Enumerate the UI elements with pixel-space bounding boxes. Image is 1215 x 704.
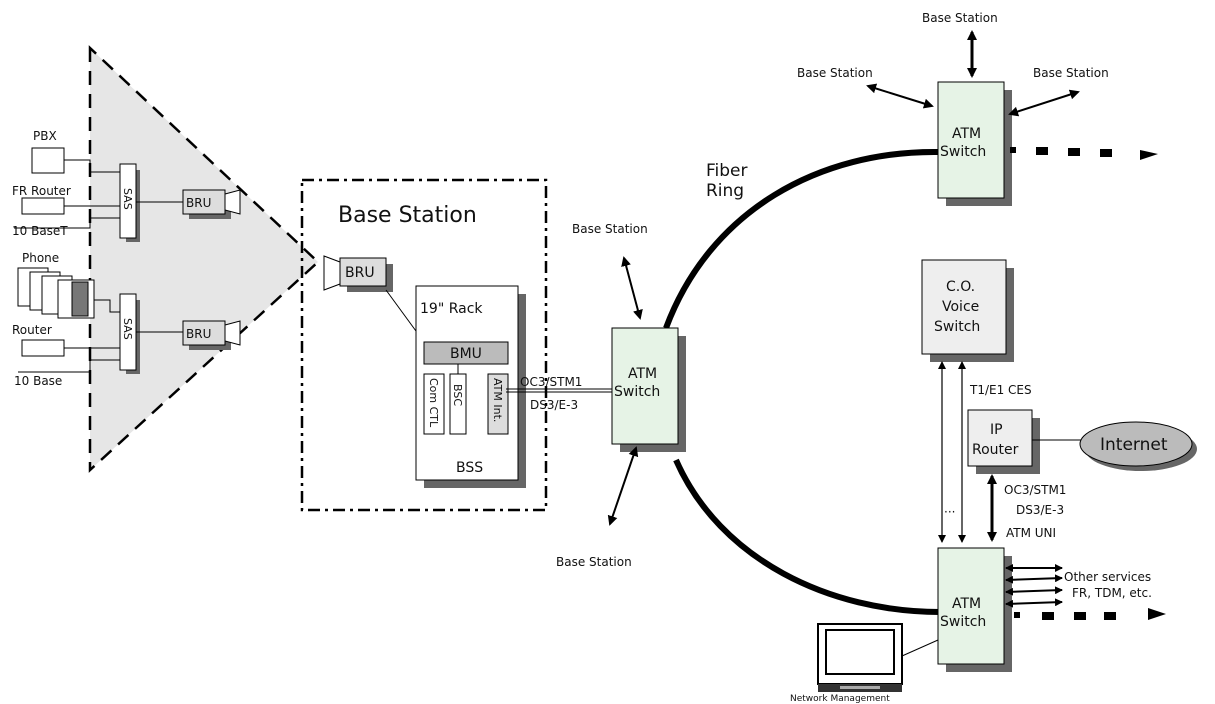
atm-bottom-switch: Switch (940, 614, 986, 630)
atm-int-label: ATM Int. (491, 378, 504, 422)
atm-switch-top: ATM Switch (937, 81, 1012, 206)
ds3-left-label: DS3/E-3 (530, 398, 578, 412)
router-box (21, 339, 65, 357)
ip-label: IP (990, 422, 1003, 438)
pbx-box (31, 147, 65, 174)
bmu-label: BMU (450, 346, 482, 362)
other-services-label: Other services (1064, 570, 1151, 584)
atm-bottom-atm: ATM (952, 596, 981, 612)
phone-label: Phone (22, 251, 59, 265)
sas-unit-top: SAS (119, 163, 140, 242)
atm-center-switch: Switch (614, 384, 660, 400)
sas-bottom-label: SAS (121, 318, 134, 340)
co-label: C.O. (946, 279, 975, 295)
fr-router-box (21, 197, 65, 215)
atm-center-atm: ATM (628, 366, 657, 382)
fr-tdm-label: FR, TDM, etc. (1072, 586, 1152, 600)
bru-small-top-label: BRU (186, 196, 211, 210)
atm-switch-center: ATM Switch (611, 327, 686, 452)
ten-baset-label: 10 BaseT (12, 224, 68, 238)
internet-cloud: Internet (1079, 421, 1197, 471)
coverage-cone (88, 45, 320, 473)
t1e1-label: T1/E1 CES (969, 383, 1032, 397)
ellipsis-dots: ··· (944, 505, 955, 519)
com-ctl-label: Com CTL (427, 378, 440, 428)
fiber-ring-upper (663, 148, 941, 330)
atm-top-switch: Switch (940, 144, 986, 160)
fiber-label: Fiber (706, 161, 748, 181)
bru-small-bottom: BRU (182, 320, 241, 350)
atm-uni-label: ATM UNI (1006, 526, 1056, 540)
base-station-label-2: Base Station (556, 555, 632, 569)
fr-router-label: FR Router (12, 184, 71, 198)
base-station-title: Base Station (338, 203, 477, 228)
base-station-label-topleft: Base Station (797, 66, 873, 80)
atm-top-atm: ATM (952, 126, 981, 142)
rack-label: 19" Rack (420, 301, 483, 317)
router-label: Router (12, 323, 52, 337)
base-station-boundary (300, 178, 548, 512)
network-management-label: Network Management (790, 694, 890, 704)
bru-small-bottom-label: BRU (186, 327, 211, 341)
ring-label: Ring (706, 181, 744, 201)
bss-label: BSS (456, 460, 483, 476)
oc3-right-label: OC3/STM1 (1004, 483, 1066, 497)
atm-switch-bottom: ATM Switch (937, 547, 1012, 672)
base-station-label-1: Base Station (572, 222, 648, 236)
bru-small-top: BRU (182, 189, 241, 219)
pbx-label: PBX (33, 129, 57, 143)
sas-top-label: SAS (121, 188, 134, 210)
bsc-label: BSC (451, 384, 464, 406)
bru-main-label: BRU (345, 265, 375, 281)
sas-unit-bottom: SAS (119, 293, 140, 374)
network-management-computer-icon (817, 623, 903, 692)
oc3-left-label: OC3/STM1 (520, 375, 582, 389)
base-station-label-top: Base Station (922, 11, 998, 25)
internet-label: Internet (1100, 435, 1168, 455)
rack-19: 19" Rack BMU Com CTL BSC ATM Int. BSS (415, 285, 526, 488)
phone-stack-icon (17, 267, 95, 319)
ring-continuation-bottom (1014, 608, 1166, 620)
co-switch-label: Switch (934, 319, 980, 335)
ten-base-label: 10 Base (14, 374, 62, 388)
ip-router-label: Router (972, 442, 1019, 458)
ds3-right-label: DS3/E-3 (1016, 503, 1064, 517)
ip-router: IP Router (967, 409, 1040, 474)
bru-main: BRU (323, 255, 393, 292)
voice-label: Voice (942, 299, 979, 315)
co-voice-switch: C.O. Voice Switch (921, 259, 1014, 362)
base-station-label-topright: Base Station (1033, 66, 1109, 80)
fiber-ring-lower (673, 458, 941, 615)
ring-continuation-top (1010, 147, 1158, 160)
